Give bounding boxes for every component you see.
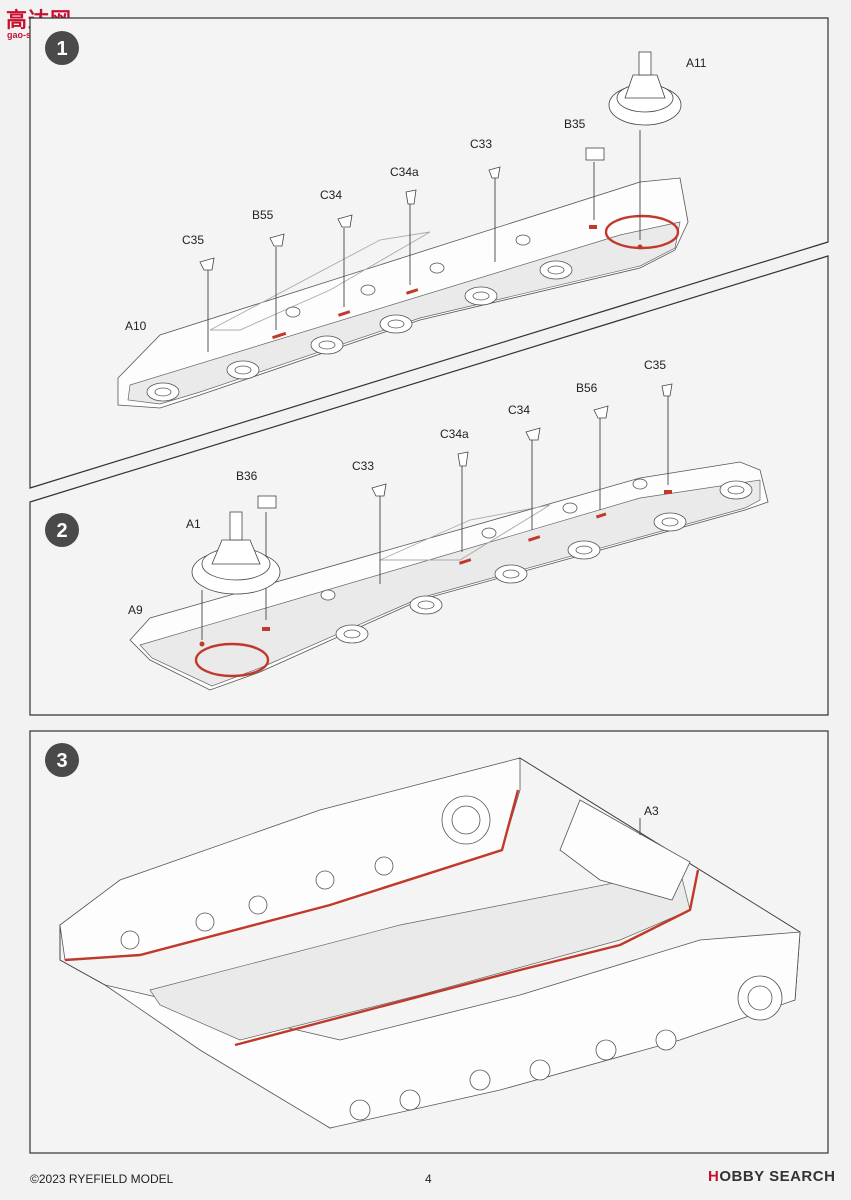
step-1-number: 1 — [56, 38, 67, 60]
step-2-number: 2 — [56, 520, 67, 542]
step-2-drawing — [129, 383, 769, 691]
label-b35: B35 — [564, 117, 586, 131]
label-c33: C33 — [352, 459, 374, 473]
label-c34: C34 — [508, 403, 530, 417]
brand-prefix: H — [708, 1168, 720, 1185]
label-a3: A3 — [644, 804, 659, 818]
label-c34: C34 — [320, 188, 342, 202]
step-3-badge: 3 — [45, 743, 79, 777]
step-3-drawing — [59, 757, 801, 1129]
label-a11: A11 — [686, 56, 707, 70]
label-c34a: C34a — [390, 165, 419, 179]
label-a1: A1 — [186, 517, 201, 531]
label-c35: C35 — [644, 358, 666, 372]
label-c34a: C34a — [440, 427, 469, 441]
hobby-search-logo: HOBBY SEARCH — [708, 1168, 835, 1185]
label-a10: A10 — [125, 319, 147, 333]
step-1-drawing — [117, 51, 689, 409]
label-b56: B56 — [576, 381, 598, 395]
label-a9: A9 — [128, 603, 143, 617]
label-b55: B55 — [252, 208, 274, 222]
label-c35: C35 — [182, 233, 204, 247]
step-3-number: 3 — [56, 750, 67, 772]
brand-text: OBBY SEARCH — [719, 1168, 836, 1185]
step-1-badge: 1 — [45, 31, 79, 65]
step-2-badge: 2 — [45, 513, 79, 547]
copyright-text: ©2023 RYEFIELD MODEL — [30, 1172, 174, 1186]
label-b36: B36 — [236, 469, 258, 483]
label-c33: C33 — [470, 137, 492, 151]
page-number: 4 — [425, 1172, 432, 1186]
